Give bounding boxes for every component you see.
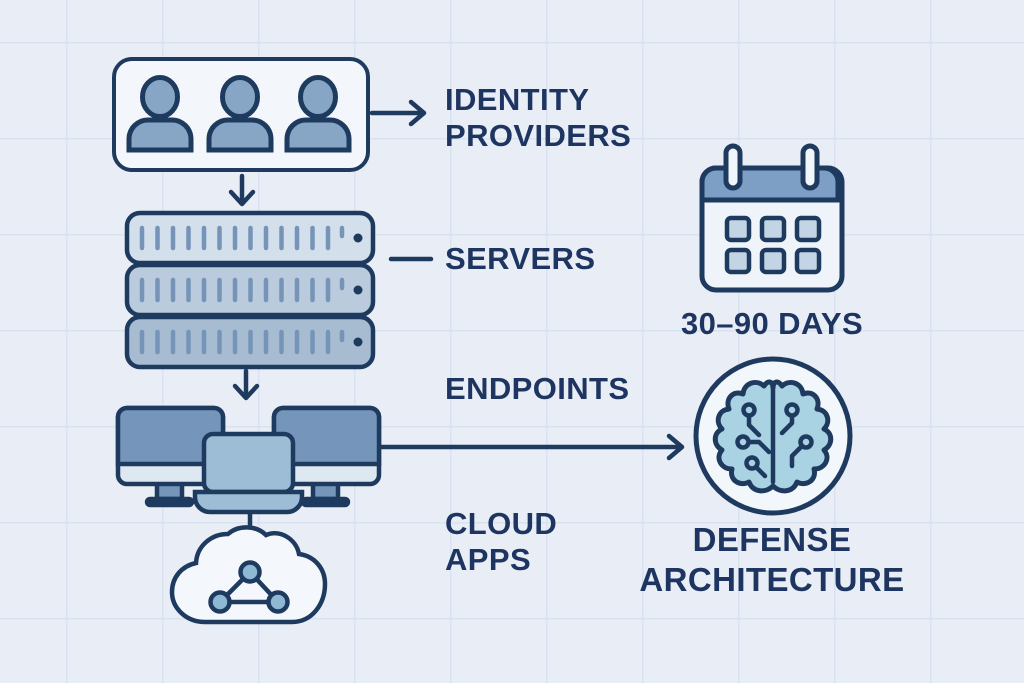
cloud-network-icon: [169, 525, 328, 625]
calendar-icon: [699, 143, 845, 293]
brain-circuit-nodes: [735, 402, 814, 471]
server-led-dot: [353, 233, 363, 243]
arrowhead-identity-down: [228, 189, 256, 207]
timeframe-label: 30–90 DAYS: [680, 306, 864, 341]
monitor-icon: [271, 405, 382, 508]
users-group-icon: [126, 75, 352, 153]
arrowhead-endpoints-right: [666, 433, 685, 461]
calendar-day-cells: [724, 215, 822, 275]
identity-providers-label: IDENTITY PROVIDERS: [445, 82, 632, 153]
server-led-dot: [353, 337, 363, 347]
brain-circuit-icon: [693, 356, 853, 516]
workstations-icon: [115, 405, 382, 515]
arrowhead-identity-right: [408, 99, 427, 127]
monitor-icon: [115, 405, 226, 508]
laptop-icon: [192, 431, 305, 515]
brain-circuit-traces: [746, 387, 805, 485]
cloud-apps-label: CLOUD APPS: [445, 506, 558, 577]
identity-providers-box: [112, 57, 370, 172]
network-triangle: [208, 560, 290, 614]
user-icon: [126, 75, 194, 153]
server-led-dot: [353, 285, 363, 295]
user-icon: [284, 75, 352, 153]
defense-architecture-label: DEFENSE ARCHITECTURE: [639, 521, 905, 598]
arrowhead-servers-down: [232, 383, 260, 401]
server-rack-icon: [124, 210, 376, 370]
endpoints-label: ENDPOINTS: [445, 371, 630, 406]
user-icon: [206, 75, 274, 153]
servers-label: SERVERS: [445, 241, 596, 276]
calendar-rings: [723, 143, 820, 191]
